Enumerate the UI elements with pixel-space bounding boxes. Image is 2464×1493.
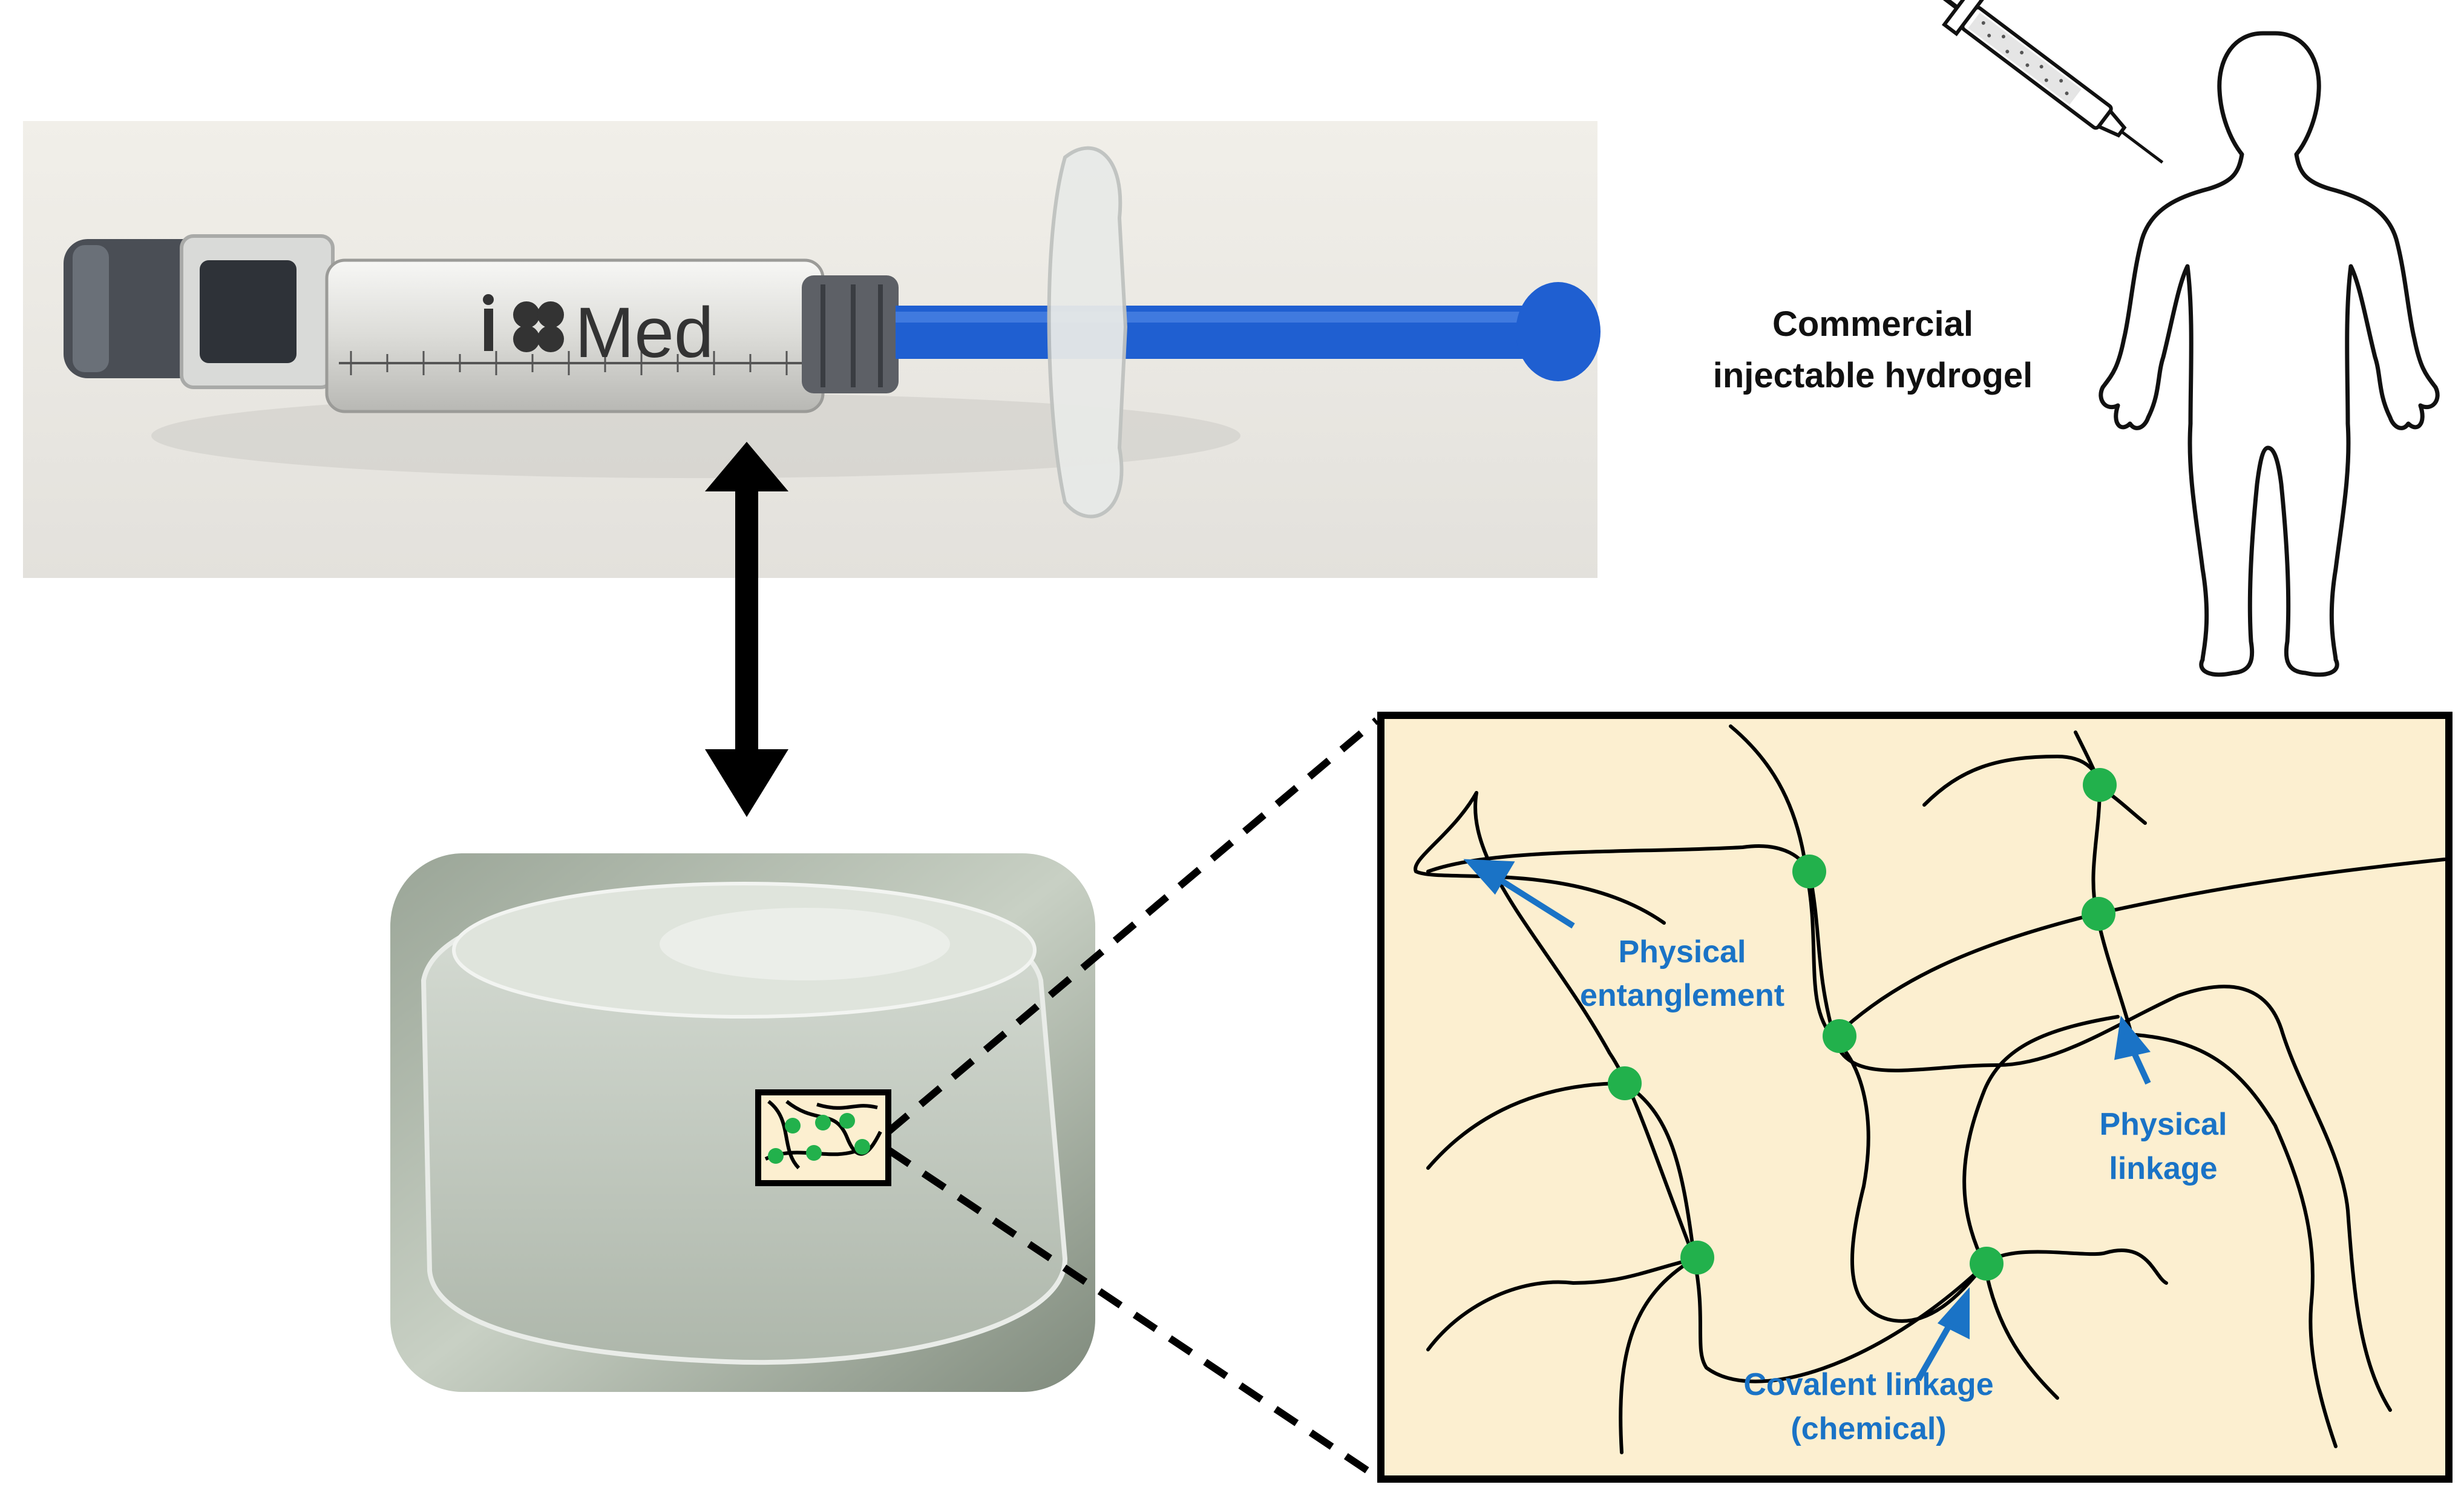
covalent-linkage-line2: (chemical) — [1791, 1411, 1946, 1446]
annotation-arrows — [1463, 859, 2151, 1382]
logo-i-stem — [484, 309, 493, 351]
syringe-barrel — [325, 258, 825, 413]
crosslink-points — [1608, 768, 2117, 1281]
double-arrow — [705, 442, 788, 817]
zoomed-network: Physical entanglement Physical linkage C… — [1377, 712, 2453, 1483]
physical-entanglement-line1: Physical — [1618, 934, 1746, 970]
commercial-label-line1: Commercial — [1772, 304, 1973, 344]
physical-entanglement-line2: entanglement — [1580, 978, 1784, 1013]
plunger-stopper — [802, 275, 899, 393]
finger-flange — [1047, 146, 1128, 519]
human-silhouette-icon — [2099, 31, 2440, 677]
commercial-label-line2: injectable hydrogel — [1713, 356, 2033, 395]
covalent-linkage-line1: Covalent linkage — [1743, 1367, 1993, 1402]
injection-syringe-icon — [1919, 0, 2164, 164]
syringe-cap — [64, 234, 335, 389]
mini-network-inset — [755, 1089, 891, 1186]
logo-clover-icon — [513, 301, 564, 352]
physical-linkage-line2: linkage — [2109, 1151, 2217, 1186]
hydrogel-photo — [390, 853, 1095, 1392]
physical-linkage-line1: Physical — [2099, 1107, 2227, 1142]
zoom-lines — [886, 717, 1379, 1480]
brand-text: Med — [575, 293, 714, 373]
syringe-photo: Med — [23, 121, 1601, 578]
plunger-thumb — [1516, 282, 1601, 381]
